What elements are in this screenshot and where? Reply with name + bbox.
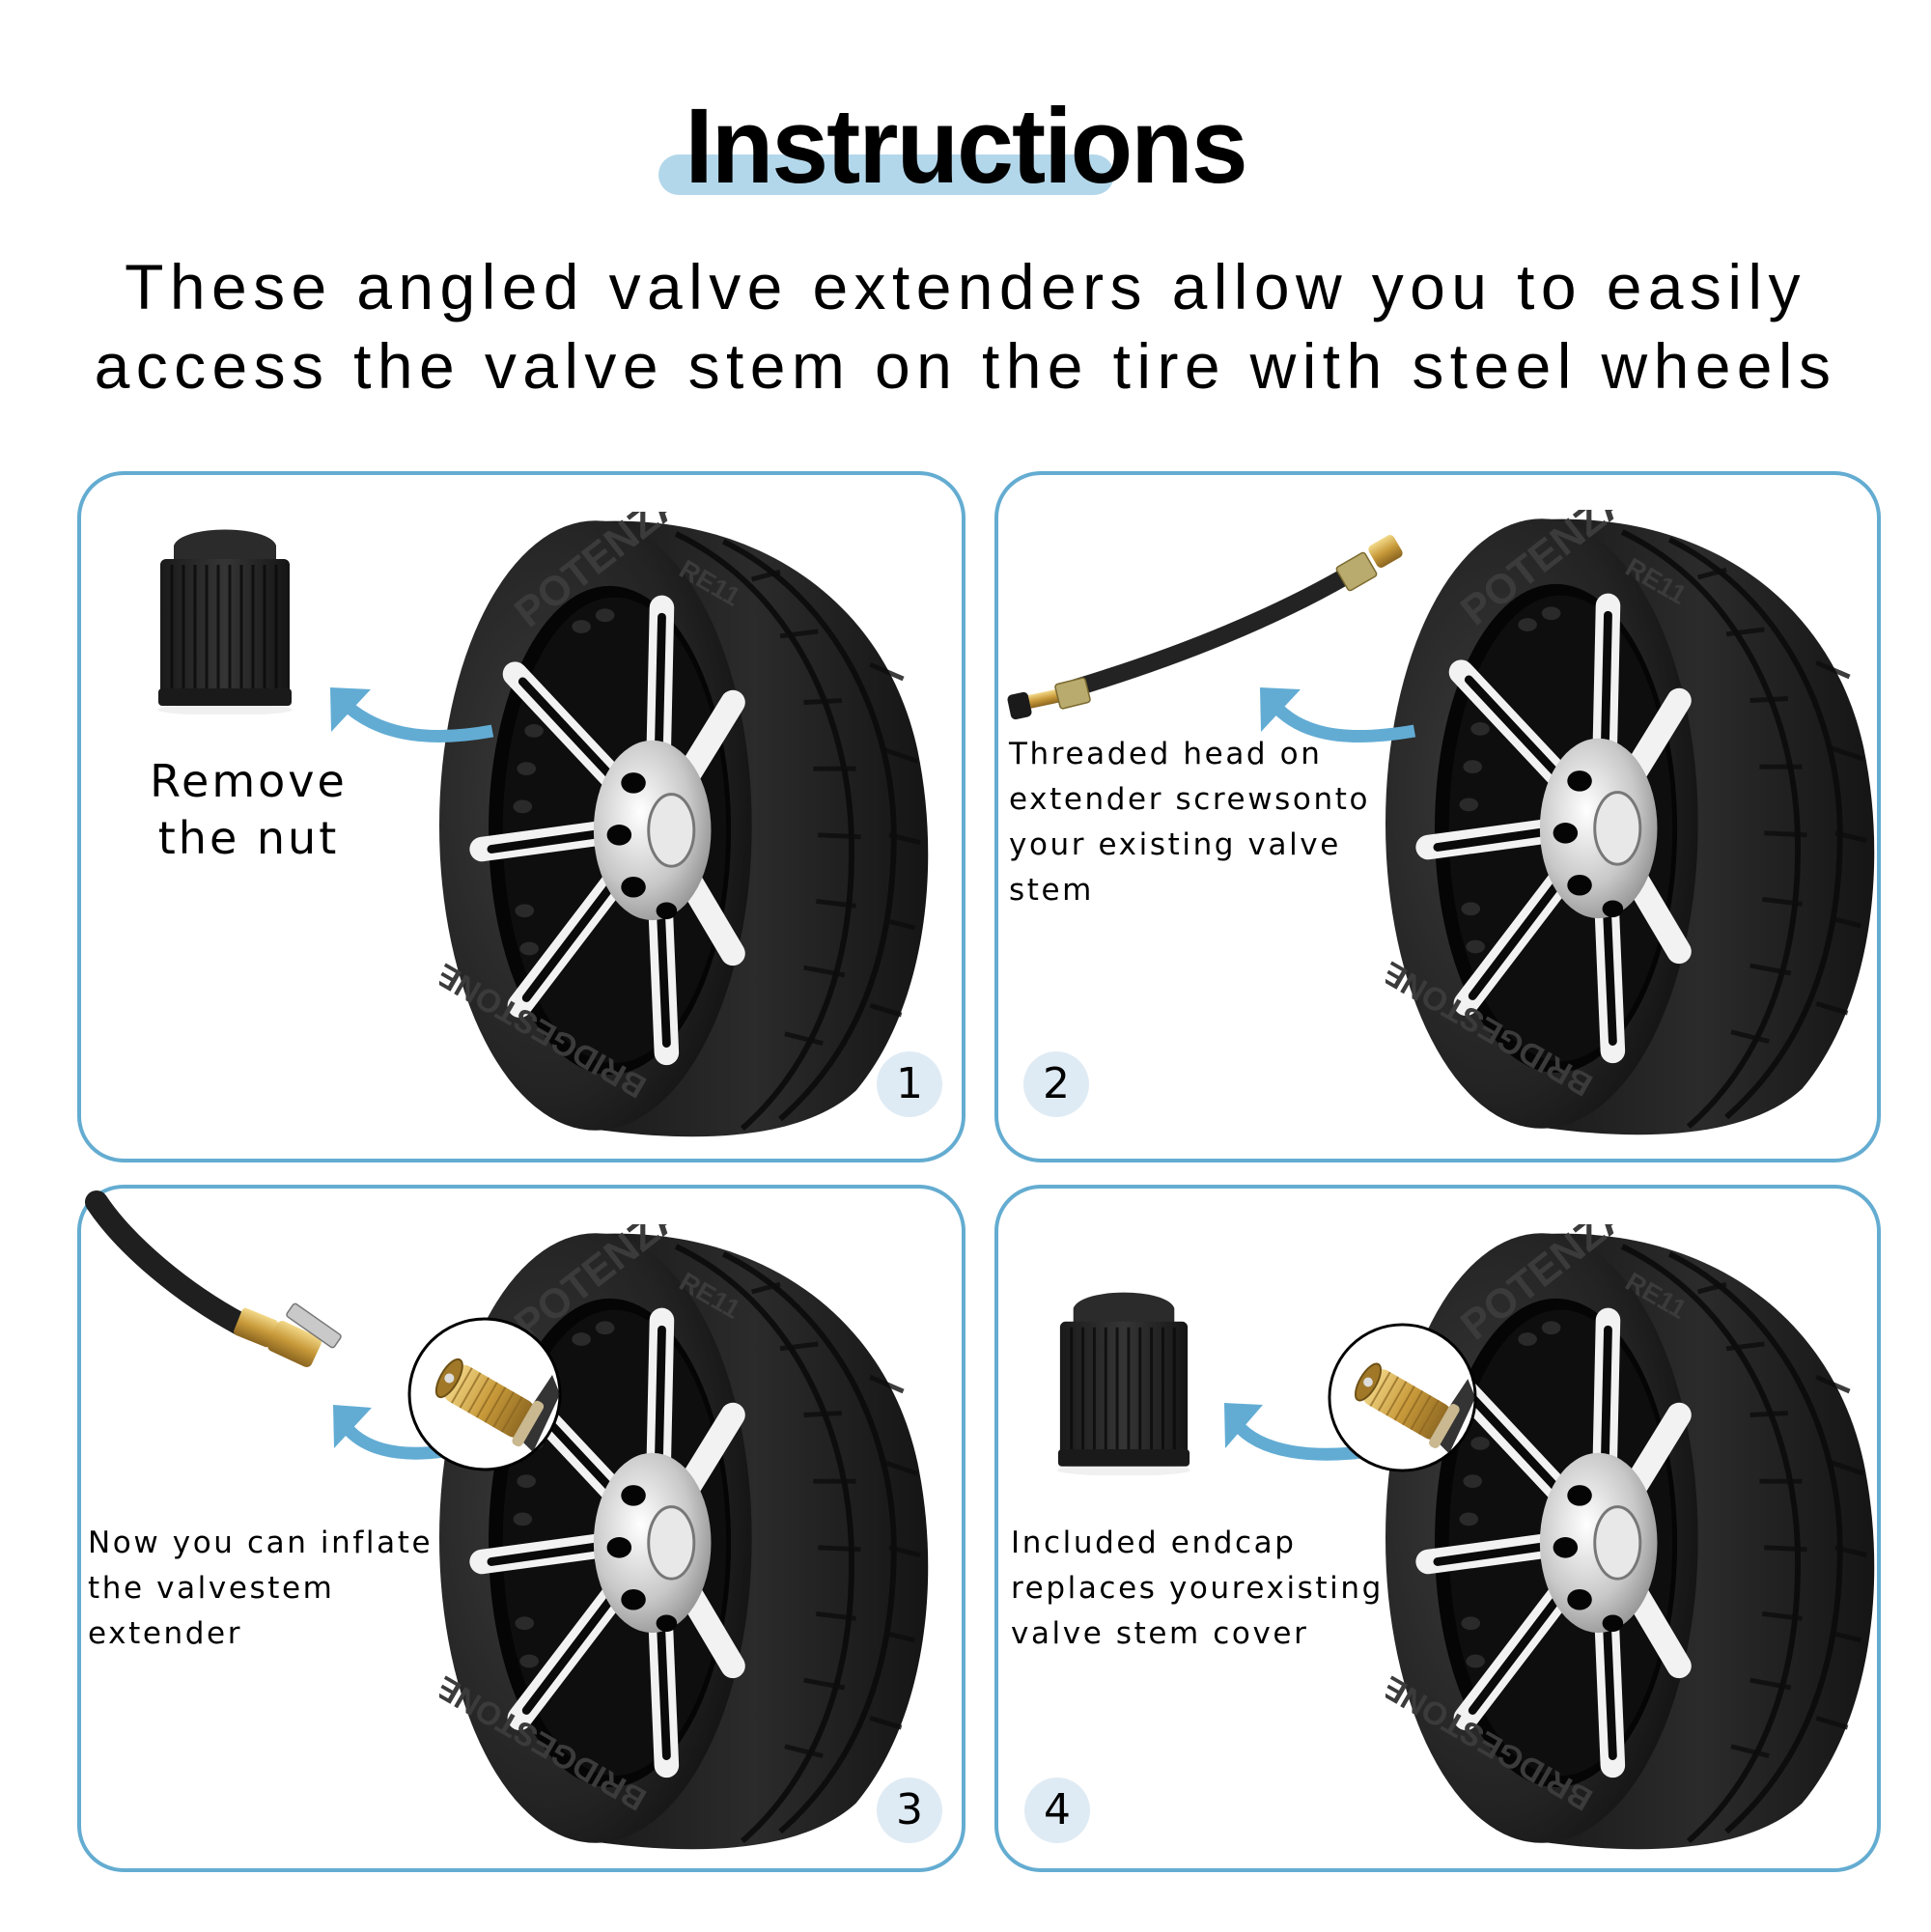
title-highlight xyxy=(658,154,1114,195)
step-1-line-1: Remove xyxy=(150,755,348,807)
step-3-badge: 3 xyxy=(877,1778,942,1843)
step-4-line-1: Included endcap xyxy=(1011,1526,1297,1560)
step-1-text: Remove the nut xyxy=(145,753,352,867)
step-3-line-1: Now you can inflate xyxy=(88,1526,434,1560)
step-2-line-3: your existing valve xyxy=(1009,827,1341,862)
step-2-text: Threaded head on extender screwsonto you… xyxy=(1009,732,1370,913)
step-2-line-1: Threaded head on xyxy=(1009,737,1323,771)
subtitle-line-1: These angled valve extenders allow you t… xyxy=(125,251,1806,322)
valve-stem-inset-image xyxy=(1328,1323,1477,1472)
subtitle-line-2: access the valve stem on the tire with s… xyxy=(94,330,1837,402)
step-1-badge: 1 xyxy=(877,1051,942,1117)
step-4-line-2: replaces yourexisting xyxy=(1011,1571,1384,1606)
step-2-badge: 2 xyxy=(1023,1051,1089,1117)
step-3-line-3: extender xyxy=(88,1616,243,1651)
step-4-text: Included endcap replaces yourexisting va… xyxy=(1011,1521,1384,1657)
step-3-text: Now you can inflate the valvestem extend… xyxy=(88,1521,433,1657)
step-4-line-3: valve stem cover xyxy=(1011,1616,1309,1651)
step-3-line-2: the valvestem xyxy=(88,1571,335,1606)
tire-image xyxy=(1385,1224,1878,1852)
step-4-badge: 4 xyxy=(1024,1778,1090,1843)
step-2-line-2: extender screwsonto xyxy=(1009,782,1371,817)
page-title: Instructions xyxy=(685,87,1247,206)
step-1-line-2: the nut xyxy=(157,812,340,864)
step-2-line-4: stem xyxy=(1009,873,1094,908)
